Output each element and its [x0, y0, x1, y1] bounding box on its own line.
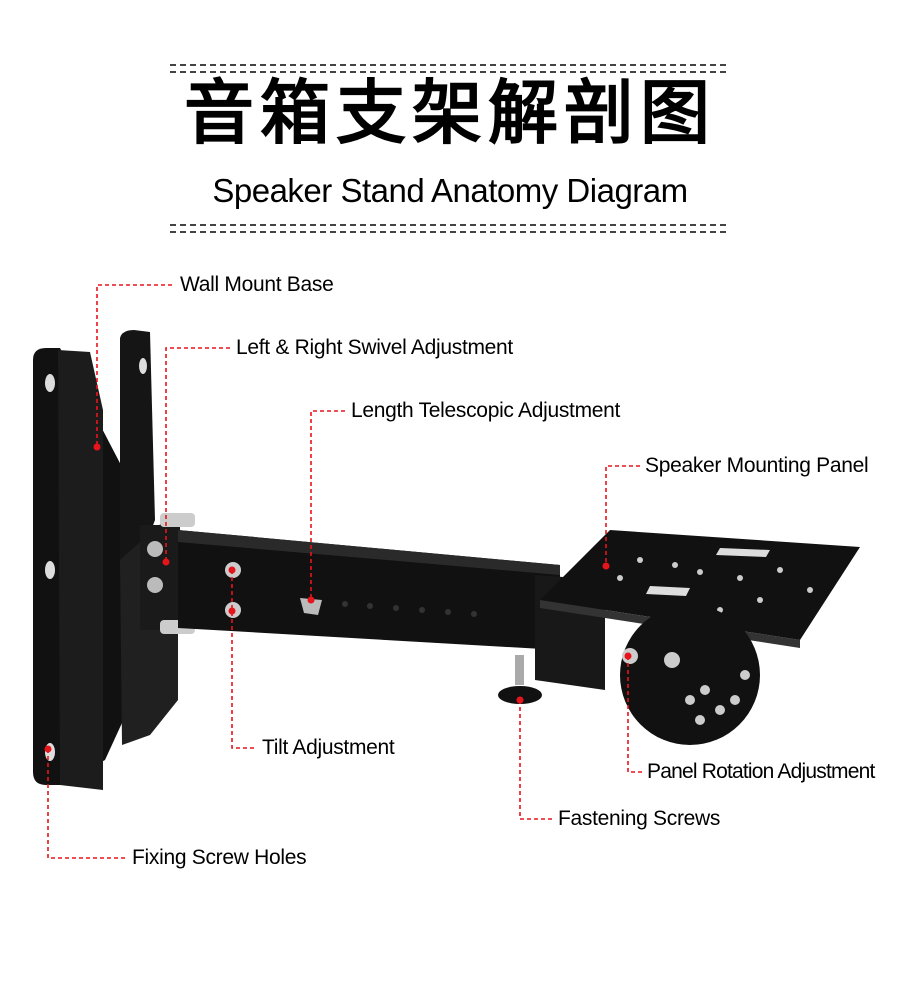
- label-wall-mount-base: Wall Mount Base: [180, 273, 334, 296]
- label-telescopic-adjustment: Length Telescopic Adjustment: [351, 399, 621, 422]
- title-english: Speaker Stand Anatomy Diagram: [212, 172, 688, 209]
- swivel-hinge: [140, 513, 195, 634]
- callout-dot: [93, 443, 101, 451]
- label-panel-rotation: Panel Rotation Adjustment: [647, 760, 875, 783]
- callout-dot: [228, 607, 236, 615]
- callout-dot: [44, 745, 52, 753]
- callout-line-wall-mount-base: [96, 284, 172, 447]
- callout-dot: [307, 596, 315, 604]
- label-mounting-panel: Speaker Mounting Panel: [645, 454, 869, 477]
- callout-line-swivel: [165, 347, 230, 562]
- callout-dot: [516, 696, 524, 704]
- callout-dot: [602, 562, 610, 570]
- callout-dot: [624, 652, 632, 660]
- screw-hole: [45, 374, 55, 392]
- speaker-mounting-panel: [540, 530, 860, 745]
- callout-line-fastening: [519, 700, 553, 820]
- callout-line-fixing-holes: [47, 749, 126, 859]
- title-chinese: 音箱支架解剖图: [184, 71, 716, 154]
- callout-dot: [228, 566, 236, 574]
- callout-line-tilt: [231, 570, 256, 749]
- title-bottom-divider: [170, 224, 726, 233]
- screw-hole: [45, 561, 55, 579]
- rotation-disc: [620, 605, 760, 745]
- title-top-divider: [170, 64, 726, 73]
- callout-dot: [162, 558, 170, 566]
- label-tilt-adjustment: Tilt Adjustment: [262, 736, 395, 759]
- telescopic-arm: [178, 530, 605, 704]
- callout-line-panel-rotation: [627, 656, 642, 773]
- callout-line-mounting-panel: [605, 465, 640, 566]
- screw-hole: [139, 358, 147, 374]
- label-swivel-adjustment: Left & Right Swivel Adjustment: [236, 336, 513, 359]
- label-fastening-screws: Fastening Screws: [558, 807, 721, 830]
- label-fixing-screw-holes: Fixing Screw Holes: [132, 846, 307, 869]
